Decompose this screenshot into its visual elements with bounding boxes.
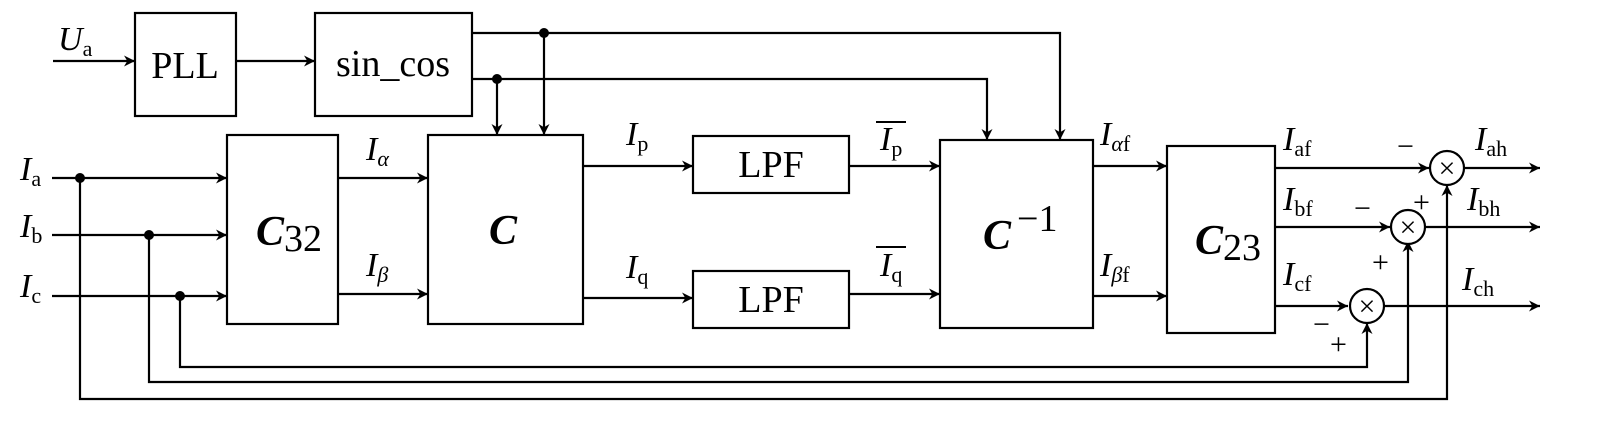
lpf-q-label: LPF xyxy=(738,279,803,321)
multiply-icon: × xyxy=(1400,211,1417,244)
c-block xyxy=(426,133,585,326)
plus-sign: + xyxy=(1413,186,1430,219)
junction-dot xyxy=(492,74,502,84)
ich-label: Ich xyxy=(1461,261,1494,301)
pll-label: PLL xyxy=(151,45,219,87)
sincos-bottom-to-cinv-wire xyxy=(472,77,993,140)
c-inverse-label: C−1 xyxy=(983,198,1057,259)
ialpha-label: Iα xyxy=(365,131,389,171)
ib-feedback-wire xyxy=(147,235,1414,384)
iq-label: Iq xyxy=(625,249,648,289)
c32-block xyxy=(225,133,340,326)
ib-label: Ib xyxy=(19,208,42,248)
ipbar-label: Ip xyxy=(879,121,902,161)
ialphaf-label: Iαf xyxy=(1099,116,1131,156)
junction-dot xyxy=(539,28,549,38)
c23-block xyxy=(1165,144,1277,335)
sin-cos-block xyxy=(313,11,474,118)
iqbar-label: Iq xyxy=(879,247,902,287)
multiply-icon: × xyxy=(1359,290,1376,323)
pll-block xyxy=(133,11,238,118)
minus-sign: − xyxy=(1354,192,1371,225)
c-label: C xyxy=(489,208,518,254)
minus-sign: − xyxy=(1397,130,1414,163)
ic-label: Ic xyxy=(19,268,41,308)
lpf-q-block xyxy=(691,269,851,330)
multiply-icon: × xyxy=(1439,152,1456,185)
ip-label: Ip xyxy=(625,116,648,156)
icf-label: Icf xyxy=(1282,256,1312,296)
ibetaf-label: Iβf xyxy=(1099,247,1130,287)
lpf-p-label: LPF xyxy=(738,144,803,186)
plus-sign: + xyxy=(1330,328,1347,361)
ic-feedback-wire xyxy=(178,296,1373,369)
c-inverse-block xyxy=(938,138,1095,330)
lpf-p-block xyxy=(691,134,851,195)
iah-label: Iah xyxy=(1474,121,1507,161)
ibf-label: Ibf xyxy=(1282,181,1313,221)
plus-sign: + xyxy=(1372,246,1389,279)
iaf-label: Iaf xyxy=(1282,121,1312,161)
sincos-top-to-cinv-wire xyxy=(472,31,1066,140)
ibeta-label: Iβ xyxy=(365,247,388,287)
ibh-label: Ibh xyxy=(1466,181,1500,221)
ua-label: Ua xyxy=(58,21,93,61)
ia-label: Ia xyxy=(19,151,41,191)
c32-label: C32 xyxy=(256,209,322,260)
minus-sign: − xyxy=(1313,308,1330,341)
ia-feedback-wire xyxy=(78,178,1453,401)
sin-cos-label: sin_cos xyxy=(336,43,450,85)
c23-label: C23 xyxy=(1195,218,1261,269)
